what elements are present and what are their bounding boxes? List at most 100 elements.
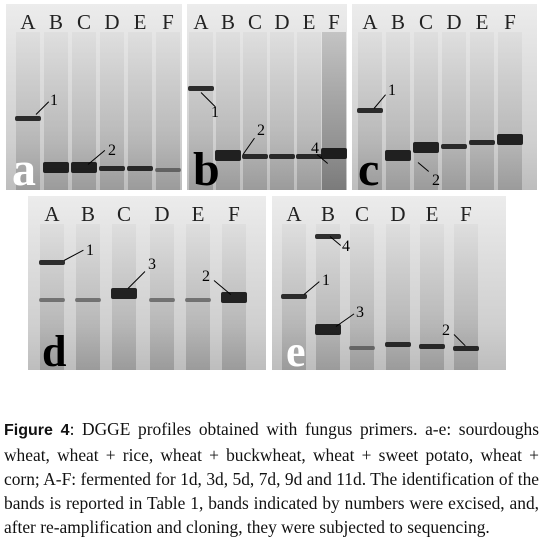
band-callout-2: 2 xyxy=(202,268,210,285)
band-callout-1: 1 xyxy=(86,242,94,259)
gel-lane xyxy=(316,224,340,370)
gel-lane xyxy=(470,32,494,190)
gel-lane xyxy=(189,32,213,190)
band-callout-1: 1 xyxy=(388,82,396,99)
gel-band xyxy=(127,166,153,171)
gel-band xyxy=(71,162,97,173)
gel-lane xyxy=(414,32,438,190)
gel-lane xyxy=(40,224,64,370)
lane-label-e: E xyxy=(475,10,489,34)
band-callout-4: 4 xyxy=(311,140,319,157)
dgge-figure: A B C D E F 1 2 a A B C D E F xyxy=(6,4,537,370)
gel-lane xyxy=(270,32,294,190)
gel-band xyxy=(281,294,307,299)
gel-lane xyxy=(16,32,40,190)
panel-letter-c: c xyxy=(358,143,380,191)
gel-band xyxy=(441,144,467,149)
gel-band xyxy=(269,154,295,159)
figure-caption: Figure 4: DGGE profiles obtained with fu… xyxy=(4,417,539,539)
gel-band xyxy=(39,260,65,265)
figure-label: Figure 4 xyxy=(4,422,70,440)
lane-label-d: D xyxy=(274,10,290,34)
gel-lane xyxy=(186,224,210,370)
lane-label-b: B xyxy=(320,202,336,226)
lane-label-a: A xyxy=(20,10,36,34)
lane-label-b: B xyxy=(390,10,406,34)
gel-lane xyxy=(243,32,267,190)
gel-band xyxy=(315,324,341,335)
gel-band xyxy=(321,148,347,159)
gel-band xyxy=(453,346,479,351)
lane-label-e: E xyxy=(133,10,147,34)
panel-letter-d: d xyxy=(42,327,67,371)
gel-band xyxy=(155,168,181,172)
band-callout-4: 4 xyxy=(342,238,350,255)
band-callout-2: 2 xyxy=(257,122,265,139)
gel-band xyxy=(39,298,65,302)
lane-label-b: B xyxy=(220,10,236,34)
gel-panel-d: A B C D E F 1 3 2 d xyxy=(28,196,266,370)
gel-lane xyxy=(76,224,100,370)
lane-label-e: E xyxy=(191,202,205,226)
caption-text: : DGGE profiles obtained with fungus pri… xyxy=(4,419,540,538)
gel-band xyxy=(349,346,375,350)
gel-lane xyxy=(498,32,522,190)
gel-band xyxy=(385,342,411,347)
gel-band xyxy=(188,86,214,91)
lane-label-f: F xyxy=(228,202,240,226)
gel-band xyxy=(149,298,175,302)
gel-panel-b: A B C D E F 1 2 4 b xyxy=(187,4,347,190)
gel-band xyxy=(185,298,211,302)
gel-panel-e: A B C D E F 4 1 3 2 e xyxy=(272,196,506,370)
gel-band xyxy=(221,292,247,303)
gel-lane xyxy=(350,224,374,370)
band-callout-2: 2 xyxy=(108,142,116,159)
band-callout-1: 1 xyxy=(322,272,330,289)
gel-lane xyxy=(216,32,240,190)
panel-letter-a: a xyxy=(12,143,36,191)
gel-band xyxy=(413,142,439,153)
lane-label-c: C xyxy=(354,202,370,226)
gel-band xyxy=(43,162,69,173)
gel-band xyxy=(111,288,137,299)
lane-label-a: A xyxy=(44,202,60,226)
band-callout-3: 3 xyxy=(148,256,156,273)
gel-lane xyxy=(322,32,346,190)
gel-band xyxy=(357,108,383,113)
panel-letter-b: b xyxy=(193,143,220,191)
lane-label-d: D xyxy=(390,202,406,226)
gel-band xyxy=(469,140,495,145)
lane-label-a: A xyxy=(193,10,209,34)
lane-label-d: D xyxy=(104,10,120,34)
lane-label-e: E xyxy=(425,202,439,226)
gel-band xyxy=(215,150,241,161)
panel-letter-e: e xyxy=(286,327,306,371)
gel-lane xyxy=(454,224,478,370)
gel-lane xyxy=(442,32,466,190)
gel-band xyxy=(419,344,445,349)
band-callout-2: 2 xyxy=(442,322,450,339)
lane-label-a: A xyxy=(362,10,378,34)
gel-band xyxy=(15,116,41,121)
gel-lane xyxy=(386,224,410,370)
gel-band xyxy=(315,234,341,239)
gel-lane xyxy=(156,32,180,190)
gel-band xyxy=(99,166,125,171)
gel-lane xyxy=(100,32,124,190)
band-callout-2: 2 xyxy=(432,172,440,189)
gel-band xyxy=(497,134,523,145)
lane-label-d: D xyxy=(446,10,462,34)
band-callout-1: 1 xyxy=(50,92,58,109)
lane-label-c: C xyxy=(418,10,434,34)
gel-lane xyxy=(128,32,152,190)
gel-band xyxy=(296,154,322,159)
lane-label-c: C xyxy=(247,10,263,34)
lane-label-c: C xyxy=(76,10,92,34)
lane-label-a: A xyxy=(286,202,302,226)
gel-lane xyxy=(386,32,410,190)
lane-label-f: F xyxy=(162,10,174,34)
gel-lane xyxy=(150,224,174,370)
gel-panel-a: A B C D E F 1 2 a xyxy=(6,4,182,190)
lane-label-f: F xyxy=(504,10,516,34)
band-callout-1: 1 xyxy=(211,104,219,121)
